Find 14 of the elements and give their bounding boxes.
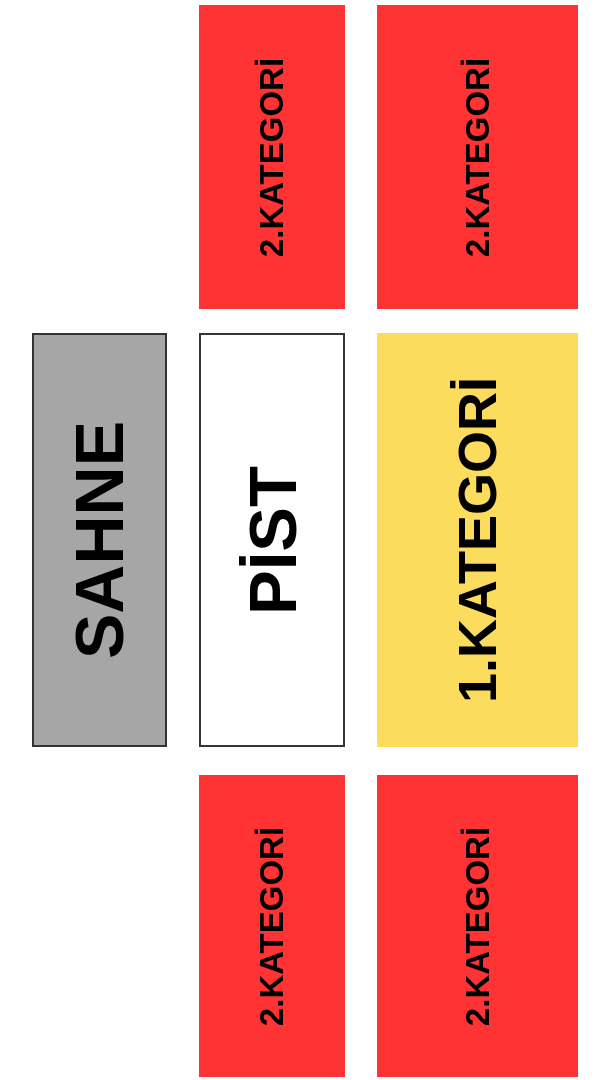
section-label: 2.KATEGORİ (255, 57, 289, 257)
seating-section (377, 775, 578, 1077)
seating-section (199, 5, 345, 309)
section-label: 1.KATEGORİ (450, 377, 505, 703)
section-label: 2.KATEGORİ (255, 826, 289, 1026)
section-label: 2.KATEGORİ (461, 826, 494, 1026)
seating-section (199, 775, 345, 1077)
dance-floor-area (199, 333, 345, 747)
seating-section (377, 333, 578, 747)
stage-block (32, 333, 167, 747)
section-label: 2.KATEGORİ (461, 57, 494, 257)
dance-floor-label: PİST (238, 465, 306, 615)
stage-label: SAHNE (65, 421, 134, 659)
seating-section (377, 5, 578, 309)
